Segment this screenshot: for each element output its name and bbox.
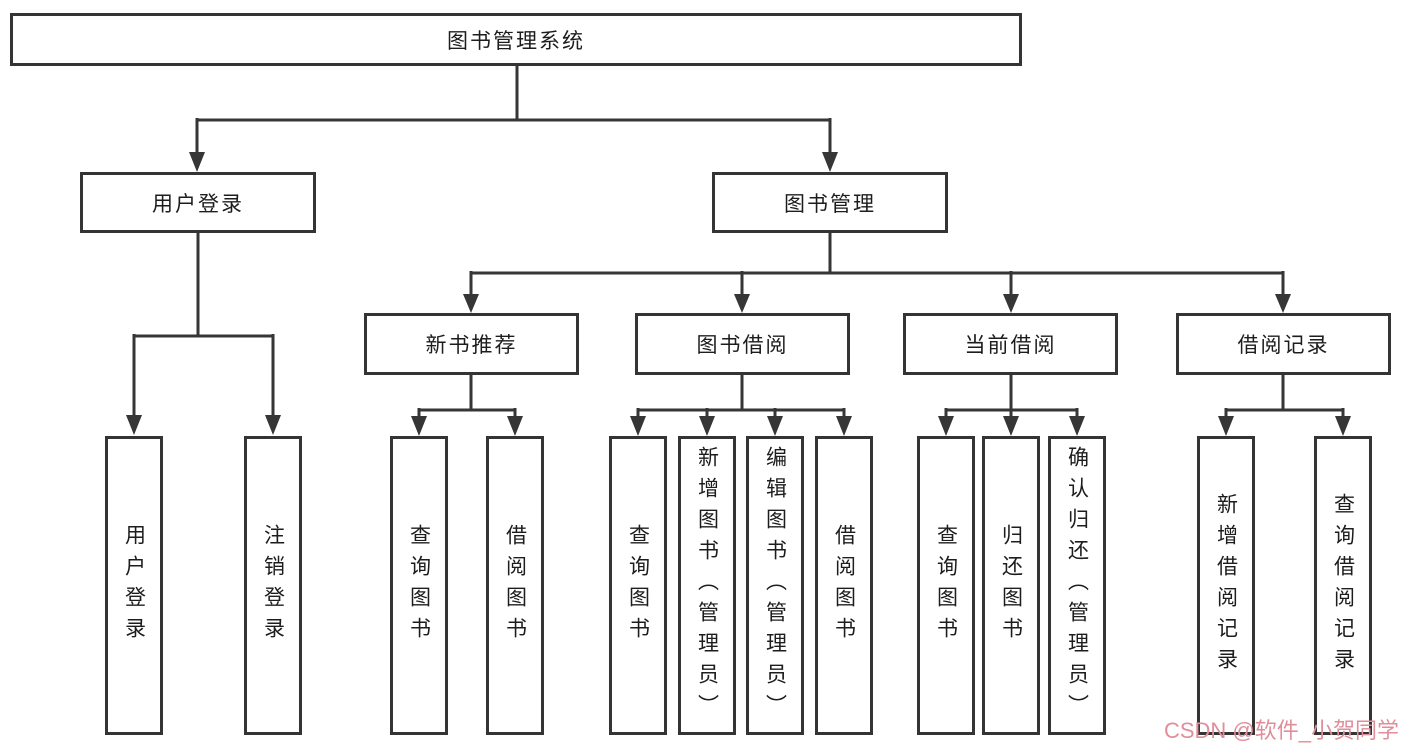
leaf-user-login: 用户登录 [105,436,163,735]
connector-current-borrow-children [938,373,1085,436]
node-book-borrowing: 图书借阅 [635,313,850,375]
leaf-borrow-books-recommend: 借阅图书 [486,436,544,735]
leaf-edit-books-admin: 编辑图书（管理员） [746,436,804,735]
leaf-borrow-books: 借阅图书 [815,436,873,735]
leaf-confirm-return-admin: 确认归还（管理员） [1048,436,1106,735]
node-book-management: 图书管理 [712,172,948,233]
node-user-login: 用户登录 [80,172,316,233]
node-new-book-recommend: 新书推荐 [364,313,579,375]
leaf-query-books-recommend: 查询图书 [390,436,448,735]
node-borrowing-records: 借阅记录 [1176,313,1391,375]
csdn-watermark: CSDN @软件_小贺同学 [1163,718,1399,743]
connector-borrow-records-children [1218,373,1351,436]
connector-book-borrow-children [630,373,852,436]
connector-user-login-children [126,231,281,435]
leaf-return-books: 归还图书 [982,436,1040,735]
leaf-add-borrow-record: 新增借阅记录 [1197,436,1255,735]
leaf-logout: 注销登录 [244,436,302,735]
node-library-management-system: 图书管理系统 [10,13,1022,66]
connector-root-to-level1 [189,64,838,172]
leaf-add-books-admin: 新增图书（管理员） [678,436,736,735]
node-current-borrowing: 当前借阅 [903,313,1118,375]
leaf-query-borrow-record: 查询借阅记录 [1314,436,1372,735]
connector-new-books-children [411,373,523,436]
leaf-query-books-current: 查询图书 [917,436,975,735]
leaf-query-books-borrowing: 查询图书 [609,436,667,735]
connector-book-mgmt-to-level2 [463,231,1291,313]
